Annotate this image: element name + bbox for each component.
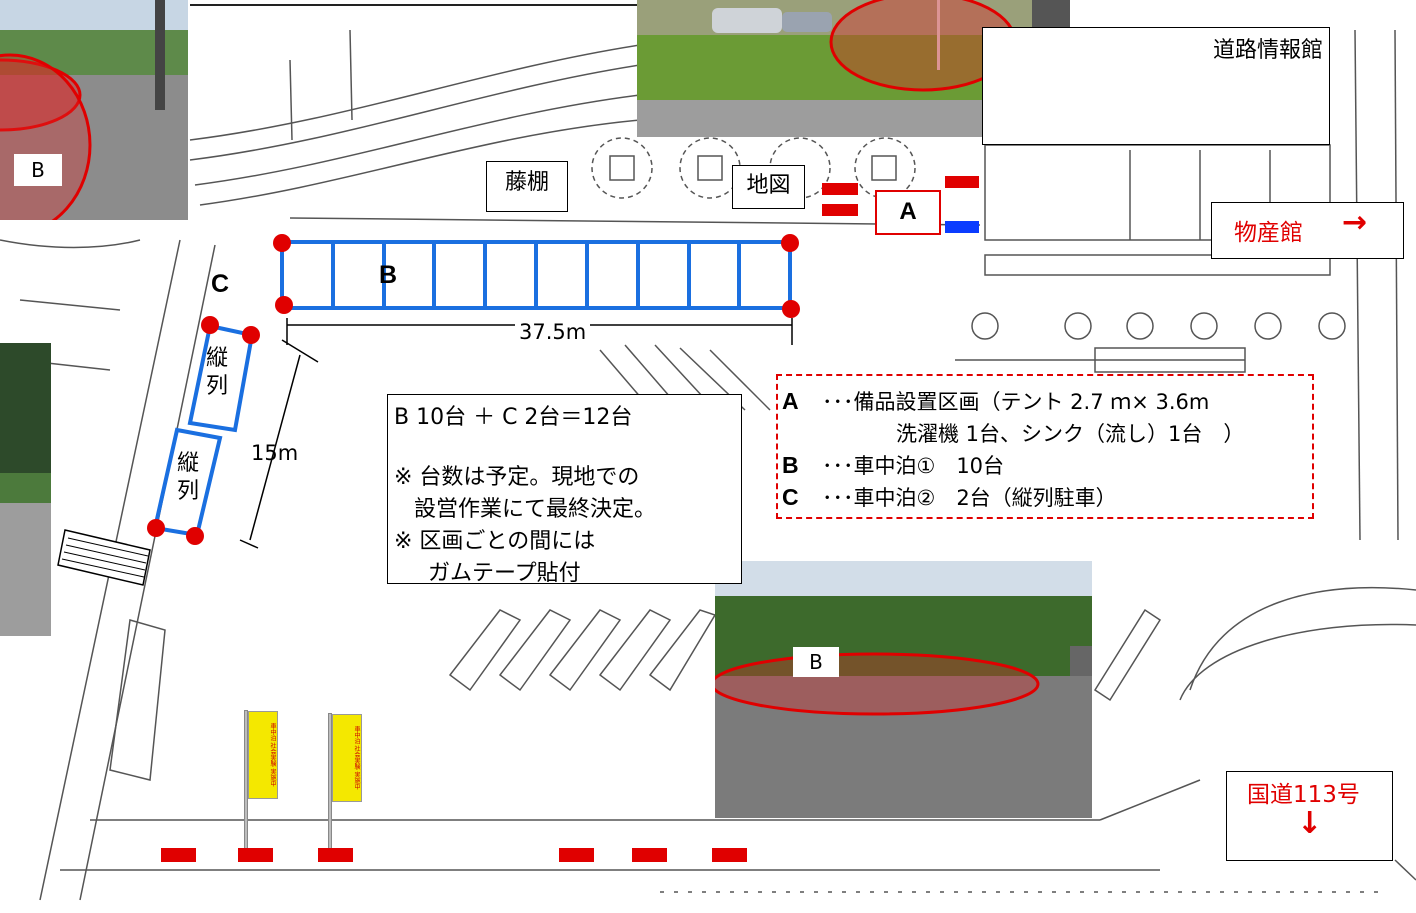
red-marker — [238, 848, 273, 862]
legend-box: A ･･･備品設置区画（テント 2.7 ｍ× 3.6m 洗濯機 1台、シンク（流し… — [776, 374, 1314, 519]
red-marker — [712, 848, 747, 862]
legend-a-key: A — [782, 388, 799, 414]
note-line-2: ※ 台数は予定。現地での — [394, 465, 640, 490]
map-label: 地図 — [732, 165, 805, 209]
blue-marker — [945, 221, 979, 233]
red-marker — [559, 848, 594, 862]
arrow-right-icon: → — [1342, 205, 1368, 240]
red-marker — [161, 848, 196, 862]
products-hall-label: 物産館 — [1234, 220, 1303, 246]
photo-top-center — [637, 0, 1070, 137]
note-line-3: 設営作業にて最終決定。 — [414, 497, 657, 522]
legend-b-key: B — [782, 452, 799, 478]
photo-top-left: B — [0, 0, 188, 220]
length-b-label: 37.5m — [515, 320, 591, 344]
road-info-hall-label: 道路情報館 — [1212, 38, 1323, 63]
note-line-4: ※ 区画ごとの間には — [394, 529, 596, 554]
legend-c-key: C — [782, 484, 799, 510]
legend-b-text: ･･･車中泊① 10台 — [822, 454, 1005, 478]
arrow-down-icon: ↓ — [1297, 806, 1323, 841]
red-marker — [822, 183, 858, 195]
banner-flag-1: 車中泊 社会実験 実施中 — [248, 711, 278, 799]
red-marker — [945, 176, 979, 188]
red-marker — [632, 848, 667, 862]
photo-b-label-1: B — [14, 154, 62, 186]
red-marker — [822, 204, 858, 216]
length-c-label: 15m — [251, 441, 299, 465]
section-b-label: B — [379, 261, 398, 289]
banner-flag-2: 車中泊 社会実験 実施中 — [332, 714, 362, 802]
photo-left-middle — [0, 343, 51, 636]
red-marker — [318, 848, 353, 862]
photo-bottom-center: B — [715, 561, 1092, 818]
photo-b-label-2: B — [793, 647, 839, 677]
national-route-box: 国道113号 ↓ — [1226, 771, 1393, 861]
note-total: B 10台 ＋ C 2台＝12台 — [394, 405, 633, 430]
parallel-label-2: 縦列 — [177, 451, 200, 504]
legend-a-text-2: 洗濯機 1台、シンク（流し）1台 ） — [896, 422, 1245, 446]
note-line-5: ガムテープ貼付 — [428, 561, 581, 586]
wisteria-label: 藤棚 — [486, 161, 568, 212]
legend-a-text: ･･･備品設置区画（テント 2.7 ｍ× 3.6m — [822, 390, 1210, 414]
parallel-label-1: 縦列 — [206, 346, 229, 399]
national-route-label: 国道113号 — [1247, 782, 1360, 808]
legend-c-text: ･･･車中泊② 2台（縦列駐車） — [822, 486, 1117, 510]
road-info-hall-box: 道路情報館 — [982, 27, 1330, 145]
section-a-box: A — [875, 190, 941, 235]
products-hall-box: 物産館 → — [1211, 202, 1404, 259]
section-c-label: C — [211, 270, 230, 298]
note-box: B 10台 ＋ C 2台＝12台 ※ 台数は予定。現地での 設営作業にて最終決定… — [387, 394, 742, 586]
